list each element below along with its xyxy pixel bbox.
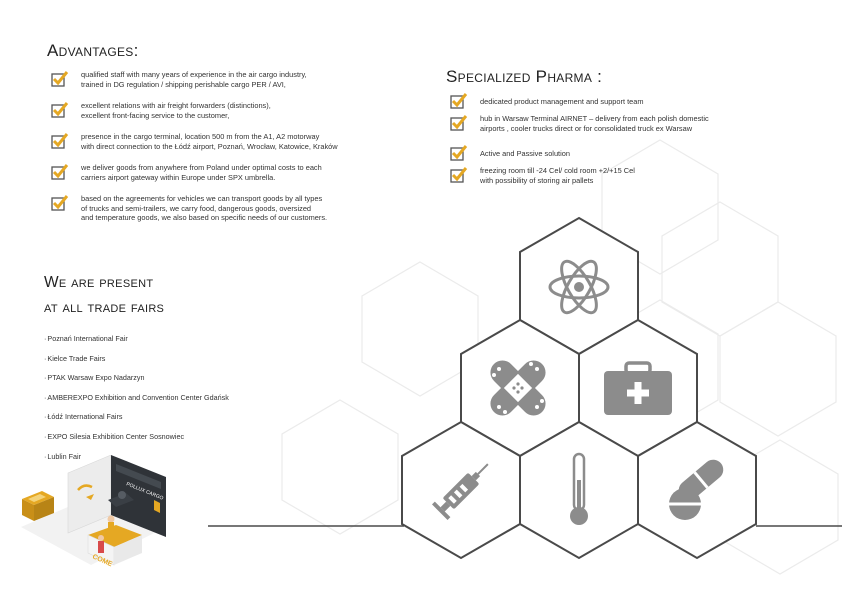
trade-fair-booth-illustration: POLLUX CARGO COME [21, 455, 166, 569]
list-item: qualified staff with many years of exper… [51, 70, 381, 101]
checkbox-check-icon [450, 115, 468, 131]
pills-icon [669, 459, 724, 520]
checkbox-check-icon [450, 145, 468, 161]
list-item: Active and Passive solution [450, 144, 750, 166]
thermometer-icon [570, 452, 588, 525]
checkbox-check-icon [51, 71, 69, 87]
atom-icon [548, 259, 610, 315]
list-item: Poznań International Fair [44, 329, 229, 349]
checkbox-check-icon [51, 102, 69, 118]
advantages-list: qualified staff with many years of exper… [51, 70, 381, 228]
checkbox-check-icon [51, 195, 69, 211]
list-item: Łódź International Fairs [44, 407, 229, 427]
list-item: Lublin Fair [44, 447, 229, 467]
list-item: we deliver goods from anywhere from Pola… [51, 163, 381, 194]
pharma-title: Specialized Pharma : [446, 67, 603, 86]
list-item: based on the agreements for vehicles we … [51, 194, 381, 228]
list-item: AMBEREXPO Exhibition and Convention Cent… [44, 388, 228, 408]
list-item: Kielce Trade Fairs [44, 349, 229, 369]
pharma-list: dedicated product management and support… [450, 92, 750, 196]
checkbox-check-icon [450, 93, 468, 109]
list-item: excellent relations with air freight for… [51, 101, 381, 132]
first-aid-kit-icon [604, 361, 672, 415]
background-hexagons [281, 139, 839, 575]
checkbox-check-icon [51, 164, 69, 180]
list-item: freezing room till -24 Cel/ cold room +2… [450, 166, 750, 196]
fairs-title-line1: We are present [44, 274, 154, 291]
syringe-icon [432, 463, 489, 520]
bandage-icon [490, 360, 546, 416]
list-item: dedicated product management and support… [450, 92, 750, 114]
list-item: EXPO Silesia Exhibition Center Sosnowiec [44, 427, 229, 447]
fairs-list: Poznań International Fair Kielce Trade F… [44, 329, 229, 467]
checkbox-check-icon [450, 167, 468, 183]
list-item: PTAK Warsaw Expo Nadarzyn [44, 368, 229, 388]
list-item: hub in Warsaw Terminal AIRNET – delivery… [450, 114, 750, 144]
checkbox-check-icon [51, 133, 69, 149]
advantages-title: Advantages: [47, 41, 139, 60]
list-item: presence in the cargo terminal, location… [51, 132, 381, 163]
fairs-title-line2: at all trade fairs [44, 299, 165, 316]
